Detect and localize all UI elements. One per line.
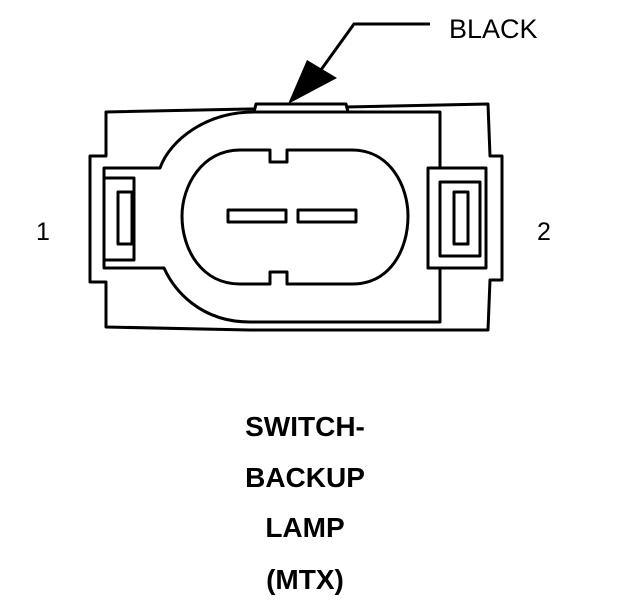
left-latch-slot (116, 190, 134, 246)
pin-number-1: 1 (36, 218, 50, 246)
callout-leader (316, 22, 430, 75)
title-line-2: BACKUP (245, 462, 365, 493)
callout-label: BLACK (449, 14, 538, 44)
terminal-cavity (180, 148, 410, 286)
title-line-4: (MTX) (266, 564, 344, 595)
terminal-2 (296, 208, 358, 224)
terminal-1 (226, 208, 288, 224)
pin-number-2: 2 (537, 218, 551, 246)
component-title: SWITCH- BACKUP LAMP (MTX) (245, 411, 365, 595)
title-line-3: LAMP (265, 512, 344, 543)
connector-lock-tab (252, 102, 350, 113)
right-latch-slot (452, 190, 470, 246)
title-line-1: SWITCH- (245, 411, 365, 442)
connector-body (88, 102, 504, 332)
callout-arrowhead (288, 60, 337, 104)
